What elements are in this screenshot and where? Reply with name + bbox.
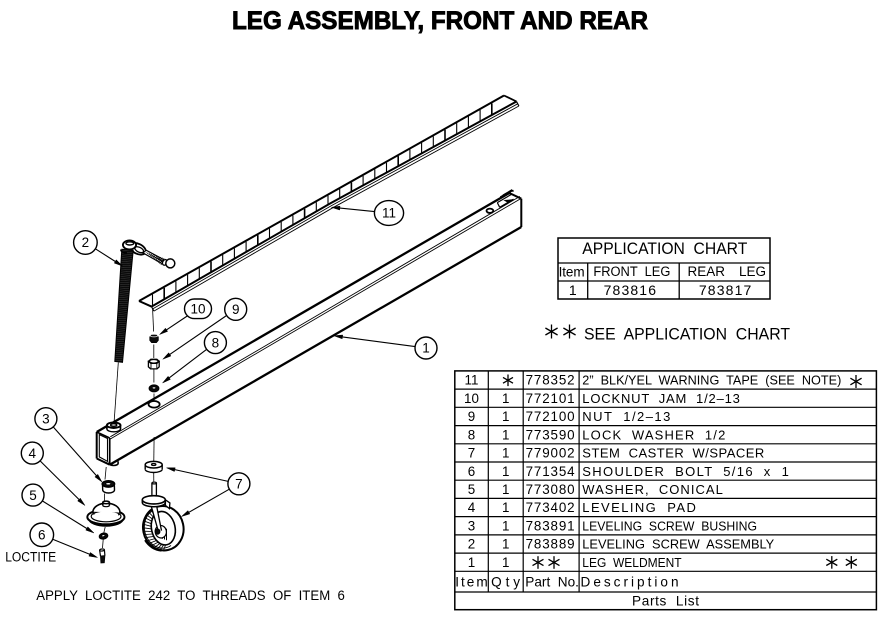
svg-text:5: 5 xyxy=(29,488,37,503)
svg-text:773080: 773080 xyxy=(526,482,575,497)
svg-text:WASHER, CONICAL: WASHER, CONICAL xyxy=(582,482,723,497)
svg-text:773402: 773402 xyxy=(526,500,575,515)
svg-text:783889: 783889 xyxy=(526,537,575,552)
svg-text:2: 2 xyxy=(82,235,90,250)
svg-text:783816: 783816 xyxy=(604,282,657,298)
svg-text:Part No.: Part No. xyxy=(525,574,579,589)
svg-text:SEE APPLICATION CHART: SEE APPLICATION CHART xyxy=(584,326,790,344)
svg-text:783817: 783817 xyxy=(699,282,752,298)
svg-text:8: 8 xyxy=(468,427,475,442)
svg-text:6: 6 xyxy=(38,528,46,543)
svg-text:LOCK WASHER 1/2: LOCK WASHER 1/2 xyxy=(582,427,725,442)
svg-text:3: 3 xyxy=(42,411,50,426)
svg-text:1: 1 xyxy=(502,537,509,552)
svg-text:783891: 783891 xyxy=(526,519,575,534)
svg-text:778352: 778352 xyxy=(526,373,575,388)
svg-text:773590: 773590 xyxy=(526,427,575,442)
svg-text:LEG ASSEMBLY, FRONT AND REAR: LEG ASSEMBLY, FRONT AND REAR xyxy=(232,7,648,35)
svg-text:1: 1 xyxy=(502,391,509,406)
svg-text:771354: 771354 xyxy=(526,464,576,479)
svg-text:LOCTITE: LOCTITE xyxy=(5,550,56,565)
svg-text:3: 3 xyxy=(468,519,475,534)
svg-text:LEVELING SCREW BUSHING: LEVELING SCREW BUSHING xyxy=(582,519,757,534)
svg-text:1: 1 xyxy=(502,555,509,570)
svg-text:10: 10 xyxy=(464,391,479,406)
svg-text:1: 1 xyxy=(502,464,509,479)
svg-text:REAR: REAR xyxy=(688,264,726,279)
svg-text:Qty: Qty xyxy=(491,574,520,589)
svg-text:7: 7 xyxy=(235,477,243,492)
svg-text:STEM CASTER W/SPACER: STEM CASTER W/SPACER xyxy=(582,446,764,461)
svg-text:11: 11 xyxy=(465,373,479,388)
svg-text:772101: 772101 xyxy=(526,391,575,406)
svg-text:4: 4 xyxy=(29,446,37,461)
svg-text:1: 1 xyxy=(502,500,509,515)
svg-text:772100: 772100 xyxy=(526,409,575,424)
svg-text:1: 1 xyxy=(502,409,509,424)
svg-text:779002: 779002 xyxy=(526,446,575,461)
svg-text:LEVELING SCREW ASSEMBLY: LEVELING SCREW ASSEMBLY xyxy=(582,537,774,552)
svg-text:6: 6 xyxy=(468,464,475,479)
svg-text:Parts List: Parts List xyxy=(632,594,699,609)
svg-text:LEVELING PAD: LEVELING PAD xyxy=(582,500,696,515)
svg-text:2: 2 xyxy=(468,537,475,552)
svg-text:2” BLK/YEL WARNING TAPE (S: 2” BLK/YEL WARNING TAPE (SEE NOTE) xyxy=(582,373,841,388)
svg-text:1: 1 xyxy=(502,482,509,497)
svg-text:Item: Item xyxy=(455,574,488,589)
svg-text:SHOULDER BOLT 5/16 x 1: SHOULDER BOLT 5/16 x 1 xyxy=(582,464,789,479)
svg-text:NUT 1/2–13: NUT 1/2–13 xyxy=(582,409,670,424)
svg-text:FRONT LEG: FRONT LEG xyxy=(593,264,670,279)
svg-text:5: 5 xyxy=(468,482,475,497)
svg-text:LEG WELDMENT: LEG WELDMENT xyxy=(582,555,681,570)
svg-text:1: 1 xyxy=(502,446,509,461)
svg-text:11: 11 xyxy=(382,206,396,221)
svg-text:4: 4 xyxy=(468,500,476,515)
svg-text:7: 7 xyxy=(468,446,475,461)
svg-text:Item: Item xyxy=(559,264,585,279)
svg-text:1: 1 xyxy=(569,282,577,298)
svg-text:8: 8 xyxy=(212,335,220,350)
svg-text:1: 1 xyxy=(502,519,509,534)
svg-text:1: 1 xyxy=(502,427,509,442)
svg-text:10: 10 xyxy=(190,302,205,317)
svg-text:1: 1 xyxy=(422,341,430,356)
svg-text:9: 9 xyxy=(468,409,475,424)
svg-text:9: 9 xyxy=(232,302,240,317)
svg-text:1: 1 xyxy=(468,555,475,570)
svg-text:APPLY LOCTITE 242 TO THREA: APPLY LOCTITE 242 TO THREADS OF ITEM 6 xyxy=(36,588,345,603)
svg-text:APPLICATION CHART: APPLICATION CHART xyxy=(582,240,747,258)
svg-text:LEG: LEG xyxy=(739,264,766,279)
svg-text:LOCKNUT JAM 1/2–13: LOCKNUT JAM 1/2–13 xyxy=(582,391,740,406)
